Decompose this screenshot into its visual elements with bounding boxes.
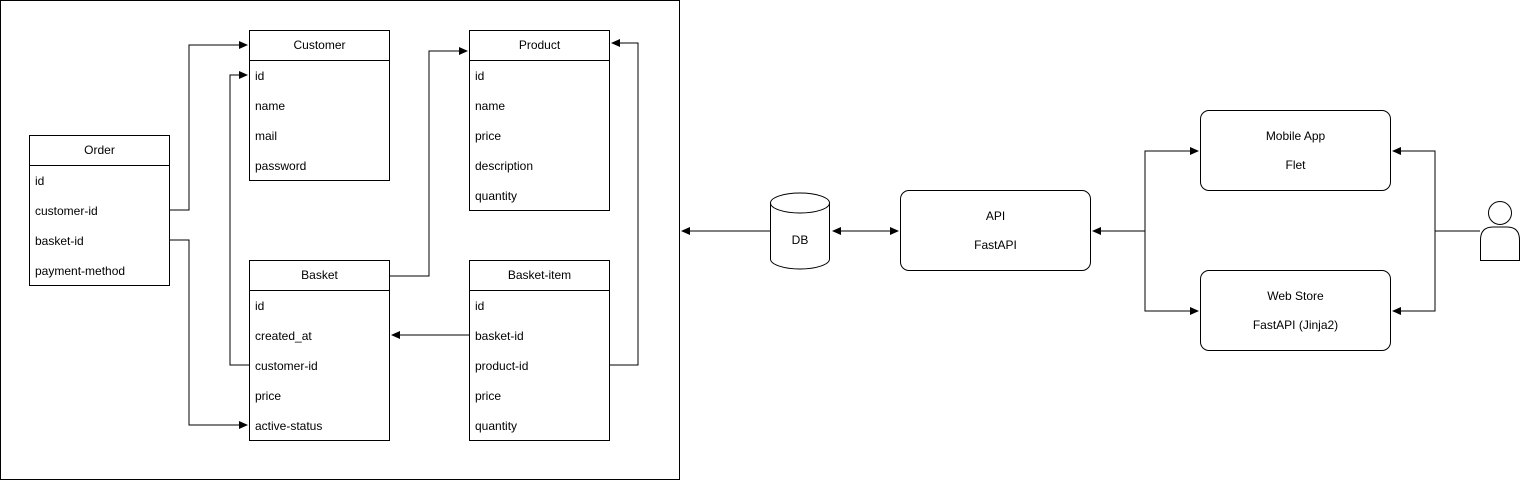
order-table: Order id customer-id basket-id payment-m… [29,135,170,286]
customer-field-id: id [255,69,265,83]
basket-product-connector [390,47,468,277]
basket-field-active-status: active-status [255,419,323,433]
order-field-id: id [35,174,45,188]
mobile-app-title: Mobile App [1265,129,1326,143]
web-store-box: Web Store FastAPI (Jinja2) [1200,270,1391,351]
basket-item-field-basket-id: basket-id [475,329,524,343]
user-icon [1480,201,1520,261]
db-label: DB [791,233,809,247]
basket-customer-connector [229,71,250,366]
basket-item-field-id: id [475,299,485,313]
basketitem-product-connector [609,39,639,366]
customer-table-title: Customer [250,31,389,61]
basket-table: Basket id created_at customer-id price a… [249,260,390,441]
basket-field-customer-id: customer-id [255,359,318,373]
api-mobile-connector [1144,147,1199,231]
product-field-quantity: quantity [475,189,518,203]
order-table-title: Order [30,136,169,166]
user-web-connector [1392,231,1436,315]
product-table-title: Product [470,31,609,61]
database-icon [770,192,830,270]
web-store-subtitle: FastAPI (Jinja2) [1252,318,1339,332]
user-mobile-connector [1392,147,1436,231]
customer-field-password: password [255,159,307,173]
order-basket-connector [170,239,248,429]
customer-field-name: name [255,99,286,113]
basket-item-field-quantity: quantity [475,419,518,433]
basket-table-title: Basket [250,261,389,291]
basket-field-price: price [255,389,282,403]
api-web-connector [1144,231,1199,315]
basket-item-field-price: price [475,389,502,403]
order-field-payment-method: payment-method [35,264,126,278]
mobile-app-subtitle: Flet [1285,158,1306,172]
product-field-price: price [475,129,502,143]
basket-field-created-at: created_at [255,329,312,343]
product-table: Product id name price description quanti… [469,30,610,211]
customer-field-mail: mail [255,129,278,143]
product-field-name: name [475,99,506,113]
basket-item-table: Basket-item id basket-id product-id pric… [469,260,610,441]
basket-item-table-title: Basket-item [470,261,609,291]
web-store-title: Web Store [1267,289,1324,303]
basket-item-field-product-id: product-id [475,359,529,373]
order-field-customer-id: customer-id [35,204,98,218]
product-field-id: id [475,69,485,83]
product-field-description: description [475,159,534,173]
database-schema-frame [0,0,680,480]
order-field-basket-id: basket-id [35,234,84,248]
api-subtitle: FastAPI [974,238,1017,252]
api-box: API FastAPI [900,190,1091,271]
basket-field-id: id [255,299,265,313]
mobile-app-box: Mobile App Flet [1200,110,1391,191]
api-title: API [985,209,1006,223]
customer-table: Customer id name mail password [249,30,390,181]
order-customer-connector [170,41,248,211]
